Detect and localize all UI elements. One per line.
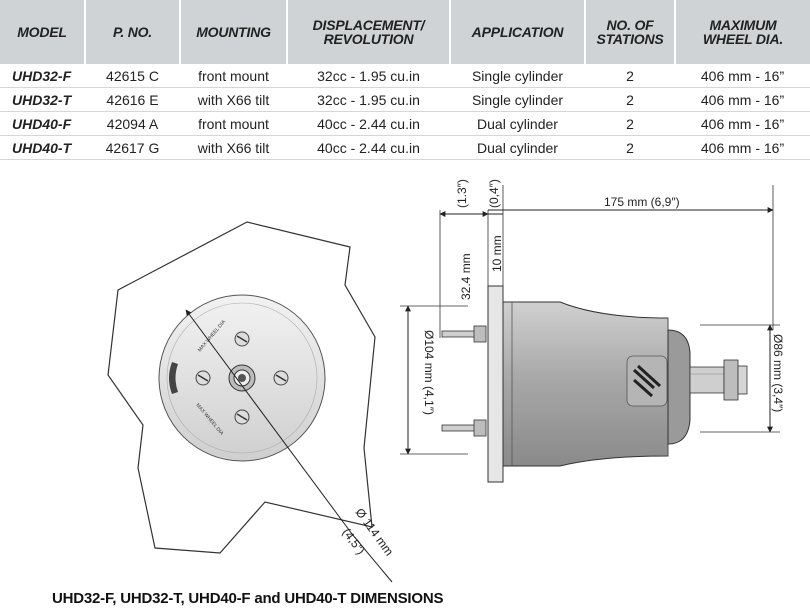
cell-mounting: front mount (180, 111, 287, 136)
cell-displacement: 40cc - 2.44 cu.in (287, 135, 450, 160)
cell-model: UHD32-F (0, 64, 85, 88)
front-view: MAX WHEEL DIA MAX WHEEL DIA Ø 114 mm (4,… (107, 221, 396, 583)
mounting-stud-icon (441, 419, 487, 437)
cell-pno: 42617 G (85, 135, 180, 160)
dim-86-label: Ø86 mm (3,4″) (771, 334, 785, 412)
table-row: UHD40-T 42617 G with X66 tilt 40cc - 2.4… (0, 135, 810, 160)
cell-application: Dual cylinder (450, 135, 585, 160)
dim-175-label: 175 mm (6,9″) (604, 195, 680, 209)
side-view: 175 mm (6,9″) 32.4 mm (1.3″) 10 mm (0,4″… (400, 179, 785, 483)
cell-wheel: 406 mm - 16” (675, 135, 810, 160)
cell-application: Single cylinder (450, 87, 585, 112)
cell-pno: 42094 A (85, 111, 180, 136)
dim-32-4-label: 32.4 mm (459, 253, 473, 300)
col-model: MODEL (0, 0, 86, 64)
mounting-screw-icon (195, 370, 211, 386)
uflex-logo-icon (626, 355, 668, 407)
cell-stations: 2 (585, 64, 675, 88)
cell-wheel: 406 mm - 16” (675, 64, 810, 88)
cell-mounting: front mount (180, 64, 287, 88)
table-row: UHD32-T 42616 E with X66 tilt 32cc - 1.9… (0, 87, 810, 112)
logo-mark-icon (169, 362, 178, 394)
mounting-screw-icon (234, 331, 250, 347)
cell-wheel: 406 mm - 16” (675, 111, 810, 136)
cell-mounting: with X66 tilt (180, 135, 287, 160)
cell-application: Dual cylinder (450, 111, 585, 136)
dim-4-5-label: (4,5″) (340, 526, 368, 558)
cell-displacement: 32cc - 1.95 cu.in (287, 64, 450, 88)
dim-104-label: Ø104 mm (4,1″) (422, 330, 436, 415)
cell-model: UHD32-T (0, 87, 85, 112)
diagram-caption: UHD32-F, UHD32-T, UHD40-F and UHD40-T DI… (52, 590, 444, 607)
specs-table: MODEL P. No. MOUNTING DISPLACEMENT/REVOL… (0, 0, 810, 160)
cell-displacement: 40cc - 2.44 cu.in (287, 111, 450, 136)
cell-pno: 42616 E (85, 87, 180, 112)
cell-wheel: 406 mm - 16” (675, 87, 810, 112)
cell-mounting: with X66 tilt (180, 87, 287, 112)
cell-application: Single cylinder (450, 64, 585, 88)
dim-line-114 (185, 309, 353, 535)
helm-end-cap (667, 329, 691, 445)
cell-displacement: 32cc - 1.95 cu.in (287, 87, 450, 112)
mounting-screw-icon (273, 370, 289, 386)
cell-model: UHD40-T (0, 135, 85, 160)
col-mounting: MOUNTING (180, 0, 288, 64)
col-pno: P. No. (85, 0, 181, 64)
dimension-drawing: MAX WHEEL DIA MAX WHEEL DIA Ø 114 mm (4,… (107, 179, 785, 583)
table-header-row: MODEL P. No. MOUNTING DISPLACEMENT/REVOL… (0, 0, 810, 64)
table-row: UHD32-F 42615 C front mount 32cc - 1.95 … (0, 64, 810, 88)
shaft-nut (723, 359, 739, 401)
cell-stations: 2 (585, 135, 675, 160)
col-displacement: DISPLACEMENT/REVOLUTION (287, 0, 451, 64)
mounting-stud-icon (441, 325, 487, 343)
cell-model: UHD40-F (0, 111, 85, 136)
cell-stations: 2 (585, 87, 675, 112)
mounting-flange (487, 285, 504, 483)
table-row: UHD40-F 42094 A front mount 40cc - 2.44 … (0, 111, 810, 136)
dim-1-3-label: (1.3″) (455, 179, 469, 208)
mounting-screw-icon (234, 409, 250, 425)
cell-pno: 42615 C (85, 64, 180, 88)
helm-shaft (689, 366, 725, 394)
dim-0-4-label: (0,4″) (487, 179, 501, 208)
dim-10-label: 10 mm (490, 235, 504, 272)
cell-stations: 2 (585, 111, 675, 136)
col-application: APPLICATION (450, 0, 586, 64)
